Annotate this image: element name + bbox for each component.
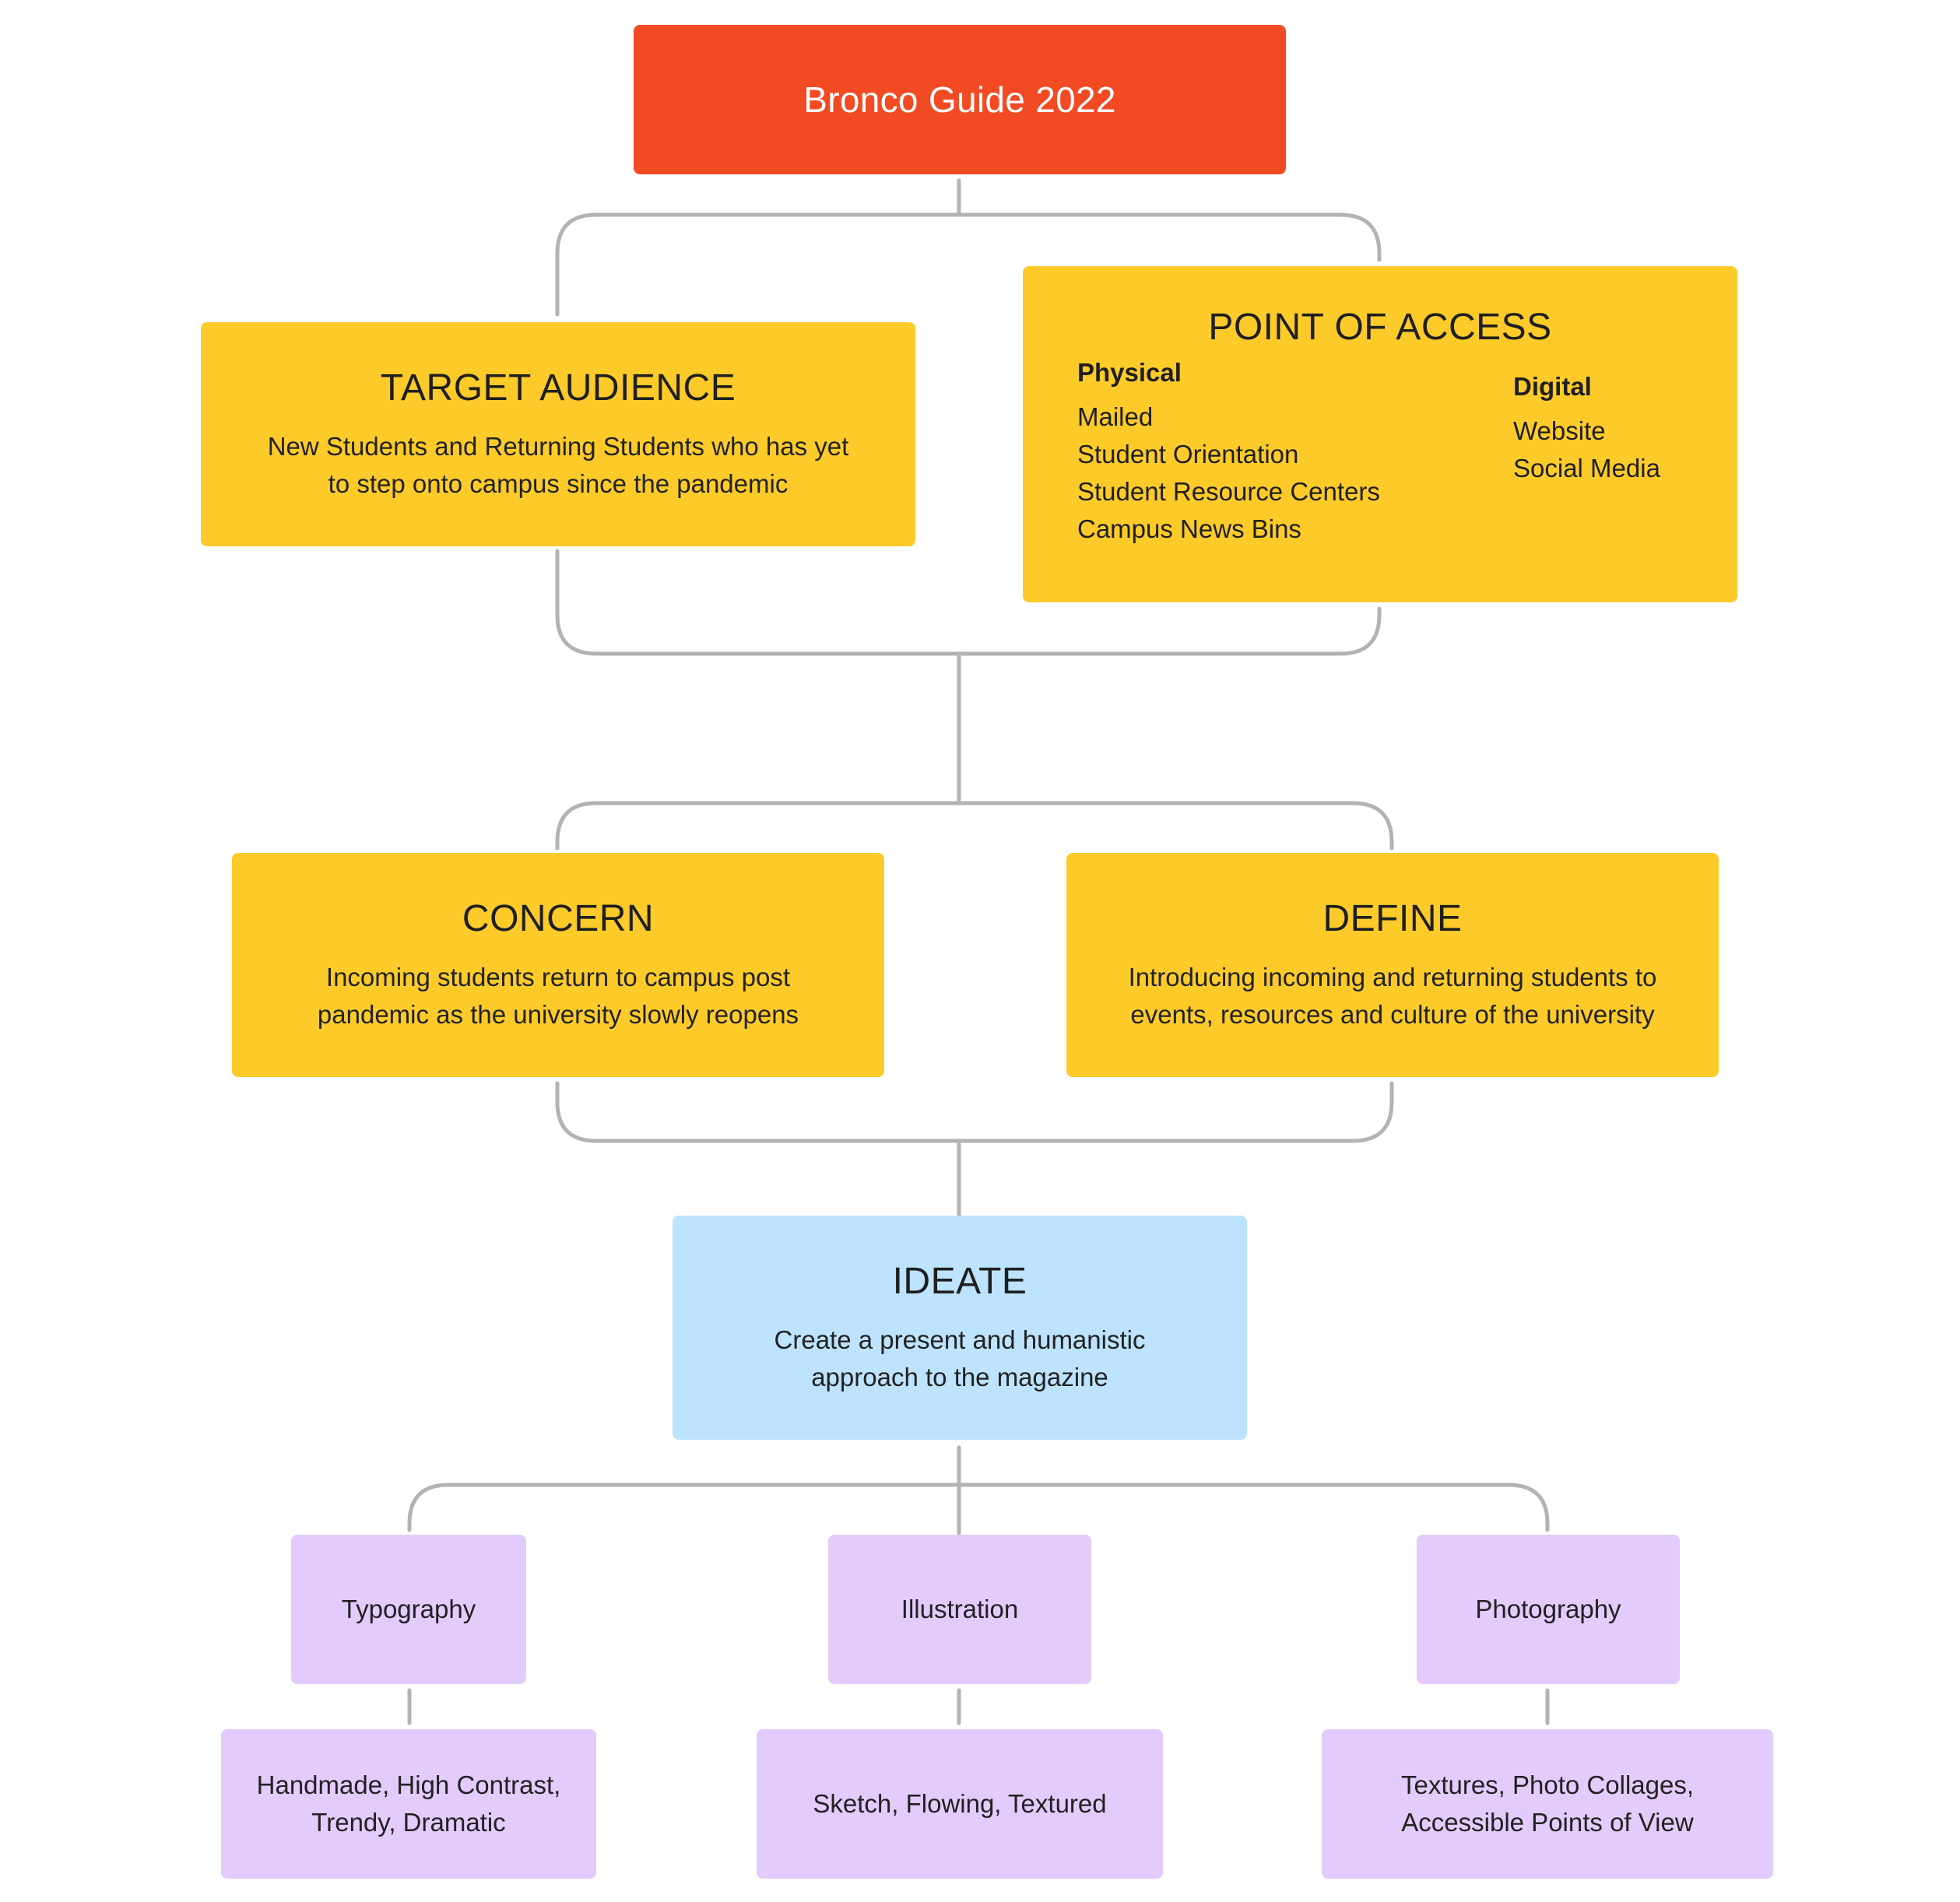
digital-column: Digital Website Social Media bbox=[1513, 372, 1660, 487]
digital-heading: Digital bbox=[1513, 372, 1592, 401]
define-node: DEFINE Introducing incoming and returnin… bbox=[1066, 853, 1719, 1077]
concern-title: CONCERN bbox=[462, 898, 655, 940]
connector-top-bracket bbox=[555, 212, 1382, 317]
detail-photography: Textures, Photo Collages, Accessible Poi… bbox=[1322, 1729, 1773, 1879]
detail-line: Accessible Points of View bbox=[1401, 1808, 1694, 1837]
ideate-description: Create a present and humanistic approach… bbox=[774, 1325, 1146, 1391]
point-of-access-title: POINT OF ACCESS bbox=[1208, 307, 1552, 348]
point-of-access-node: POINT OF ACCESS Physical Mailed Student … bbox=[1023, 266, 1737, 602]
physical-item: Mailed bbox=[1077, 402, 1154, 431]
branch-illustration: Illustration bbox=[828, 1535, 1091, 1684]
physical-item: Student Resource Centers bbox=[1077, 477, 1380, 506]
detail-typography: Handmade, High Contrast, Trendy, Dramati… bbox=[221, 1729, 596, 1879]
define-description: Introducing incoming and returning stude… bbox=[1128, 962, 1657, 1029]
detail-line: Sketch, Flowing, Textured bbox=[813, 1789, 1107, 1818]
physical-column: Physical Mailed Student Orientation Stud… bbox=[1077, 358, 1380, 548]
concern-node: CONCERN Incoming students return to camp… bbox=[232, 853, 884, 1077]
detail-illustration: Sketch, Flowing, Textured bbox=[757, 1729, 1163, 1879]
physical-item: Student Orientation bbox=[1077, 440, 1299, 468]
detail-line: Handmade, High Contrast, bbox=[256, 1770, 561, 1799]
define-title: DEFINE bbox=[1322, 898, 1463, 940]
ideate-title: IDEATE bbox=[892, 1261, 1027, 1303]
branch-label: Typography bbox=[341, 1595, 476, 1623]
branch-label: Photography bbox=[1475, 1595, 1621, 1623]
root-node: Bronco Guide 2022 bbox=[634, 25, 1286, 174]
branch-photography: Photography bbox=[1417, 1535, 1680, 1684]
branch-label: Illustration bbox=[901, 1595, 1019, 1623]
detail-line: Trendy, Dramatic bbox=[311, 1808, 506, 1837]
ideate-node: IDEATE Create a present and humanistic a… bbox=[673, 1216, 1247, 1440]
connector-branch-bracket bbox=[407, 1483, 1550, 1532]
concern-description: Incoming students return to campus post … bbox=[317, 962, 799, 1029]
digital-item: Website bbox=[1513, 416, 1606, 445]
target-audience-description: New Students and Returning Students who … bbox=[267, 431, 849, 498]
connector-concern-define-top bbox=[555, 801, 1394, 851]
connector-mid-bracket bbox=[555, 549, 1382, 656]
branch-typography: Typography bbox=[291, 1535, 526, 1684]
target-audience-title: TARGET AUDIENCE bbox=[380, 367, 736, 409]
connector-concern-define-bottom bbox=[555, 1081, 1394, 1143]
physical-item: Campus News Bins bbox=[1077, 514, 1301, 543]
target-audience-node: TARGET AUDIENCE New Students and Returni… bbox=[201, 322, 915, 546]
physical-heading: Physical bbox=[1077, 358, 1182, 387]
detail-line: Textures, Photo Collages, bbox=[1400, 1770, 1695, 1799]
root-title: Bronco Guide 2022 bbox=[803, 79, 1116, 120]
digital-item: Social Media bbox=[1513, 454, 1660, 483]
